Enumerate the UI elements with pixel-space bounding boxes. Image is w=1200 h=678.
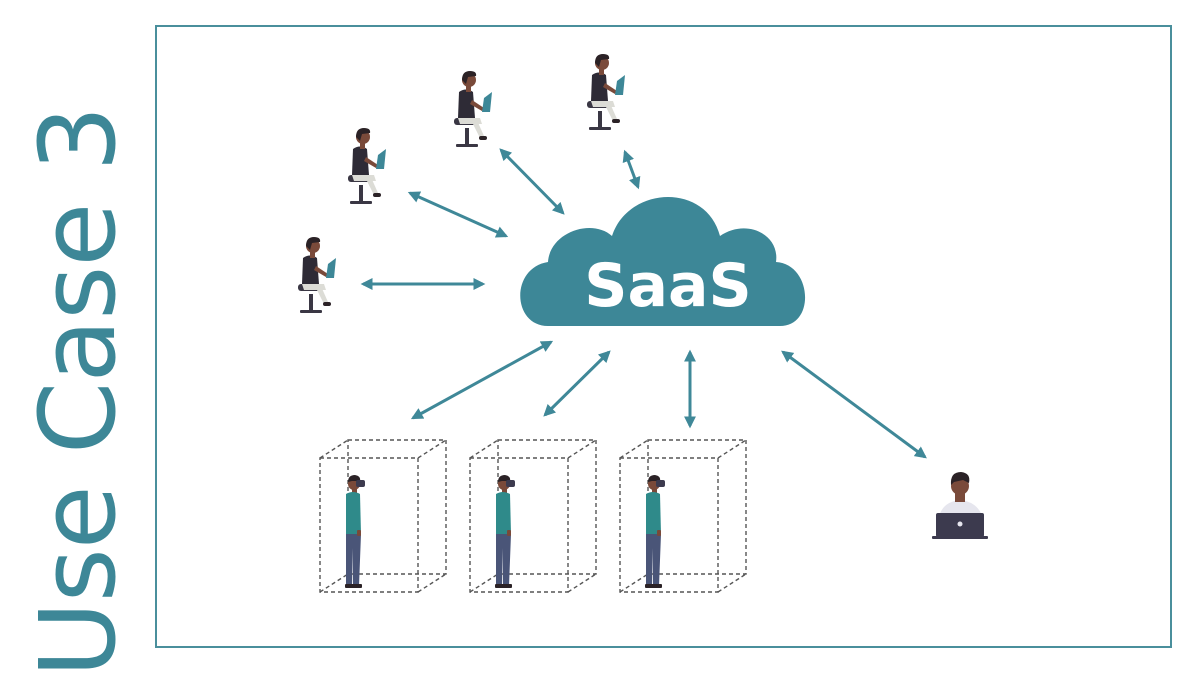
saas-label: SaaS bbox=[584, 251, 751, 321]
arrow-user3-cloud bbox=[499, 148, 565, 215]
vr-station-3 bbox=[619, 439, 747, 593]
arrow-cloud-vr2 bbox=[543, 350, 611, 417]
arrow-user2-cloud bbox=[407, 191, 509, 238]
vr-station-1 bbox=[319, 439, 447, 593]
arrow-user4-cloud bbox=[622, 149, 641, 190]
laptop-user-3 bbox=[454, 71, 492, 147]
laptop-user-2 bbox=[348, 128, 386, 204]
desktop-user bbox=[932, 472, 988, 539]
laptop-user-1 bbox=[298, 237, 336, 313]
saas-cloud: SaaS bbox=[520, 196, 806, 326]
arrow-cloud-vr1 bbox=[410, 340, 554, 420]
arrow-cloud-desktop bbox=[781, 350, 927, 459]
laptop-user-4 bbox=[587, 54, 625, 130]
diagram-frame bbox=[155, 25, 1172, 648]
vr-station-2 bbox=[469, 439, 597, 593]
